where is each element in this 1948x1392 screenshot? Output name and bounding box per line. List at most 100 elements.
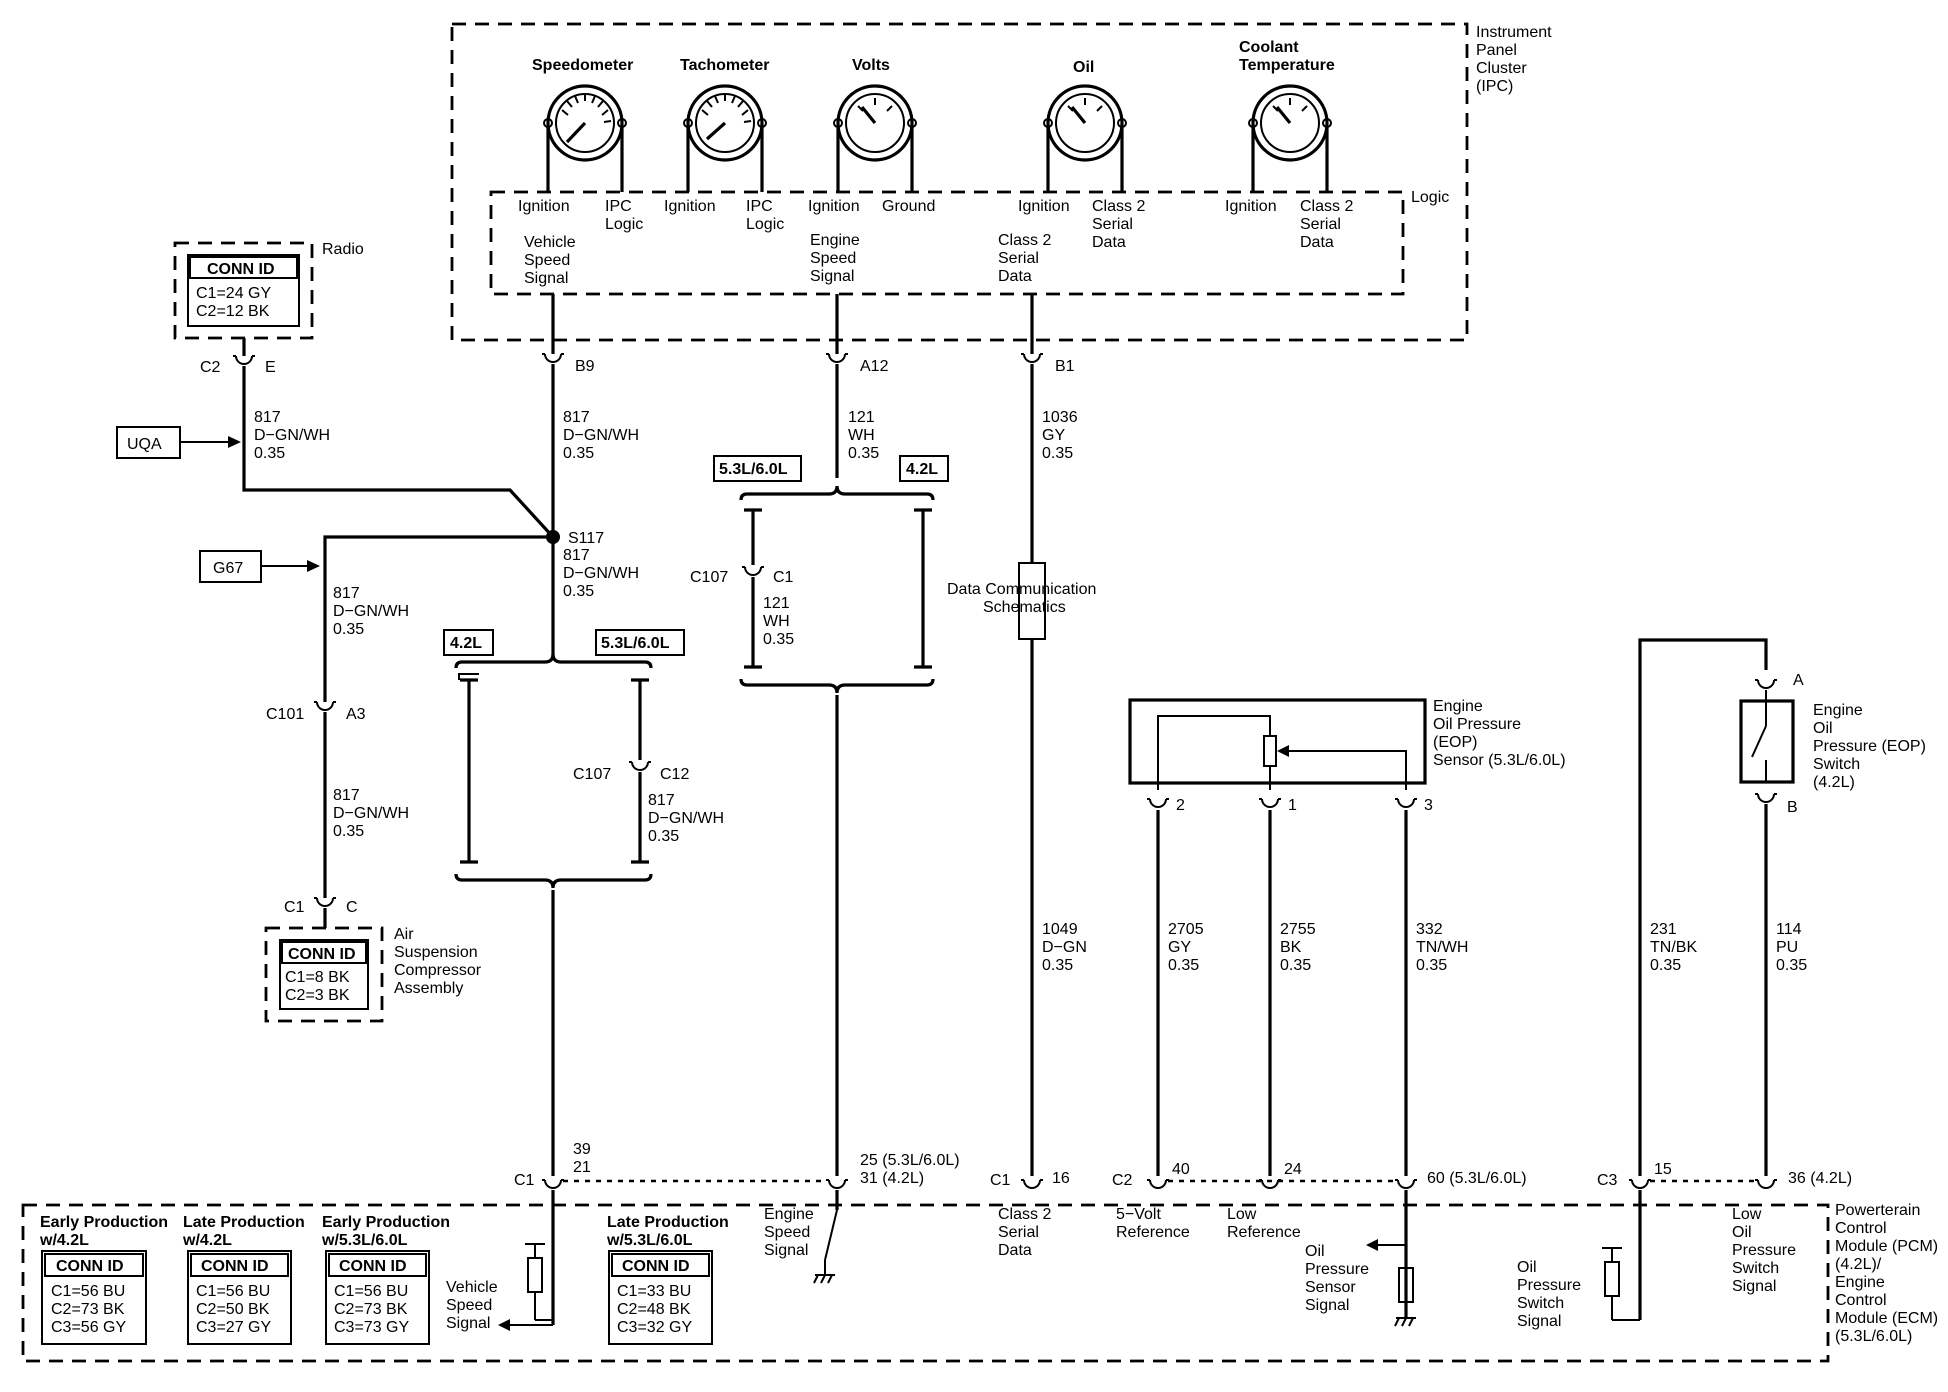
- svg-text:Engine: Engine: [810, 232, 860, 249]
- conn-id-table-early-5360: Early Production w/5.3L/6.0L CONN ID C1=…: [321, 1214, 450, 1345]
- svg-text:Assembly: Assembly: [394, 980, 463, 997]
- svg-text:Reference: Reference: [1227, 1224, 1301, 1241]
- svg-text:Ignition: Ignition: [1225, 198, 1277, 215]
- wire-817-below-splice: 817 D−GN/WH 0.35: [551, 537, 639, 640]
- option-bracket-vss: 4.2L 5.3L/6.0L C107 C12 817 D−GN/WH 0.35: [443, 629, 724, 1176]
- svg-text:Vehicle: Vehicle: [446, 1279, 498, 1296]
- svg-text:A: A: [1793, 672, 1804, 689]
- svg-text:Class 2: Class 2: [1300, 198, 1353, 215]
- svg-text:Ignition: Ignition: [664, 198, 716, 215]
- svg-text:0.35: 0.35: [333, 621, 364, 638]
- svg-text:C3=32 GY: C3=32 GY: [617, 1319, 692, 1336]
- speedometer-gauge: Speedometer: [532, 57, 633, 192]
- svg-text:Speed: Speed: [764, 1224, 810, 1241]
- svg-text:Speed: Speed: [446, 1297, 492, 1314]
- svg-text:Signal: Signal: [764, 1242, 808, 1259]
- svg-text:Pressure (EOP): Pressure (EOP): [1813, 738, 1926, 755]
- svg-text:CONN ID: CONN ID: [56, 1258, 124, 1275]
- svg-text:817: 817: [254, 409, 281, 426]
- pcm-5v-reference-label: 5−Volt Reference: [1116, 1206, 1190, 1241]
- svg-text:Low: Low: [1227, 1206, 1257, 1223]
- connector-c101: C101 A3: [266, 701, 366, 723]
- svg-text:Temperature: Temperature: [1239, 57, 1335, 74]
- svg-text:BK: BK: [1280, 939, 1302, 956]
- svg-text:Speed: Speed: [810, 250, 856, 267]
- svg-text:0.35: 0.35: [333, 823, 364, 840]
- pcm-low-reference-label: Low Reference: [1227, 1206, 1301, 1241]
- pcm-oil-pressure-switch-circuit: Oil Pressure Switch Signal: [1517, 1190, 1642, 1330]
- svg-text:0.35: 0.35: [563, 445, 594, 462]
- svg-text:1: 1: [1288, 797, 1297, 814]
- svg-text:15: 15: [1654, 1161, 1672, 1178]
- svg-text:w/4.2L: w/4.2L: [182, 1232, 232, 1249]
- conn-id-table-late-5360: Late Production w/5.3L/6.0L CONN ID C1=3…: [606, 1214, 729, 1345]
- svg-text:IPC: IPC: [605, 198, 632, 215]
- conn-id-table-late-42: Late Production w/4.2L CONN ID C1=56 BU …: [182, 1214, 305, 1345]
- svg-text:WH: WH: [763, 613, 790, 630]
- svg-text:C2=73 BK: C2=73 BK: [51, 1301, 125, 1318]
- svg-text:Signal: Signal: [1517, 1313, 1561, 1330]
- svg-text:Data: Data: [998, 1242, 1032, 1259]
- svg-text:16: 16: [1052, 1170, 1070, 1187]
- eop-sensor-wiring: 2705 GY 0.35 2755 BK 0.35 332 TN/WH 0.35: [1156, 810, 1468, 1176]
- svg-text:Panel: Panel: [1476, 42, 1517, 59]
- wire-121-engine-speed: 121 WH 0.35 5.3L/6.0L 4.2L C107 C1 121 W…: [690, 364, 949, 1176]
- svg-text:Vehicle: Vehicle: [524, 234, 576, 251]
- uqa-reference: UQA: [116, 426, 241, 459]
- splice-s117: S117: [546, 530, 604, 547]
- svg-text:36 (4.2L): 36 (4.2L): [1788, 1170, 1852, 1187]
- svg-text:0.35: 0.35: [563, 583, 594, 600]
- tachometer-gauge: Tachometer: [680, 57, 770, 192]
- svg-text:0.35: 0.35: [763, 631, 794, 648]
- svg-text:0.35: 0.35: [1650, 957, 1681, 974]
- svg-text:5−Volt: 5−Volt: [1116, 1206, 1161, 1223]
- svg-text:C1=56 BU: C1=56 BU: [51, 1283, 125, 1300]
- svg-text:WH: WH: [848, 427, 875, 444]
- svg-text:24: 24: [1284, 1161, 1302, 1178]
- svg-text:121: 121: [848, 409, 875, 426]
- svg-text:Late Production: Late Production: [607, 1214, 729, 1231]
- svg-text:Speed: Speed: [524, 252, 570, 269]
- svg-text:Late Production: Late Production: [183, 1214, 305, 1231]
- svg-text:G67: G67: [213, 560, 243, 577]
- svg-text:Module (ECM): Module (ECM): [1835, 1310, 1938, 1327]
- pcm-oil-pressure-sensor-circuit: Oil Pressure Sensor Signal: [1305, 1190, 1416, 1327]
- svg-text:C3=27 GY: C3=27 GY: [196, 1319, 271, 1336]
- svg-text:GY: GY: [1168, 939, 1191, 956]
- svg-text:25 (5.3L/6.0L): 25 (5.3L/6.0L): [860, 1152, 960, 1169]
- svg-text:A3: A3: [346, 706, 366, 723]
- pcm-connector-c1: C1: [514, 1172, 535, 1189]
- instrument-panel-cluster: Instrument Panel Cluster (IPC) Logic Spe…: [450, 22, 1552, 342]
- svg-text:817: 817: [648, 792, 675, 809]
- svg-text:Coolant: Coolant: [1239, 39, 1299, 56]
- svg-text:IPC: IPC: [746, 198, 773, 215]
- svg-text:2755: 2755: [1280, 921, 1316, 938]
- eop-switch: A Engine Oil Pressure (EOP) Switch (4.2L…: [1638, 638, 1926, 1176]
- svg-text:TN/BK: TN/BK: [1650, 939, 1697, 956]
- svg-text:Signal: Signal: [524, 270, 568, 287]
- svg-text:31 (4.2L): 31 (4.2L): [860, 1170, 924, 1187]
- svg-text:Oil: Oil: [1517, 1259, 1537, 1276]
- svg-text:Oil: Oil: [1813, 720, 1833, 737]
- svg-text:D−GN/WH: D−GN/WH: [333, 603, 409, 620]
- svg-text:(EOP): (EOP): [1433, 734, 1477, 751]
- svg-text:Ignition: Ignition: [808, 198, 860, 215]
- svg-text:60 (5.3L/6.0L): 60 (5.3L/6.0L): [1427, 1170, 1527, 1187]
- svg-text:231: 231: [1650, 921, 1677, 938]
- svg-text:CONN ID: CONN ID: [201, 1258, 269, 1275]
- svg-text:Cluster: Cluster: [1476, 60, 1527, 77]
- svg-text:Ignition: Ignition: [1018, 198, 1070, 215]
- svg-text:Engine: Engine: [1835, 1274, 1885, 1291]
- svg-text:0.35: 0.35: [1776, 957, 1807, 974]
- svg-text:Powerterain: Powerterain: [1835, 1202, 1920, 1219]
- svg-text:UQA: UQA: [127, 436, 162, 453]
- svg-text:Early Production: Early Production: [40, 1214, 168, 1231]
- svg-text:0.35: 0.35: [1168, 957, 1199, 974]
- svg-text:(5.3L/6.0L): (5.3L/6.0L): [1835, 1328, 1912, 1345]
- svg-text:39: 39: [573, 1141, 591, 1158]
- svg-text:D−GN/WH: D−GN/WH: [648, 810, 724, 827]
- svg-text:2: 2: [1176, 797, 1185, 814]
- coolant-temperature-gauge: Coolant Temperature: [1239, 39, 1335, 192]
- radio-module: Radio CONN ID C1=24 GY C2=12 BK C2 E: [173, 241, 364, 376]
- svg-text:817: 817: [333, 585, 360, 602]
